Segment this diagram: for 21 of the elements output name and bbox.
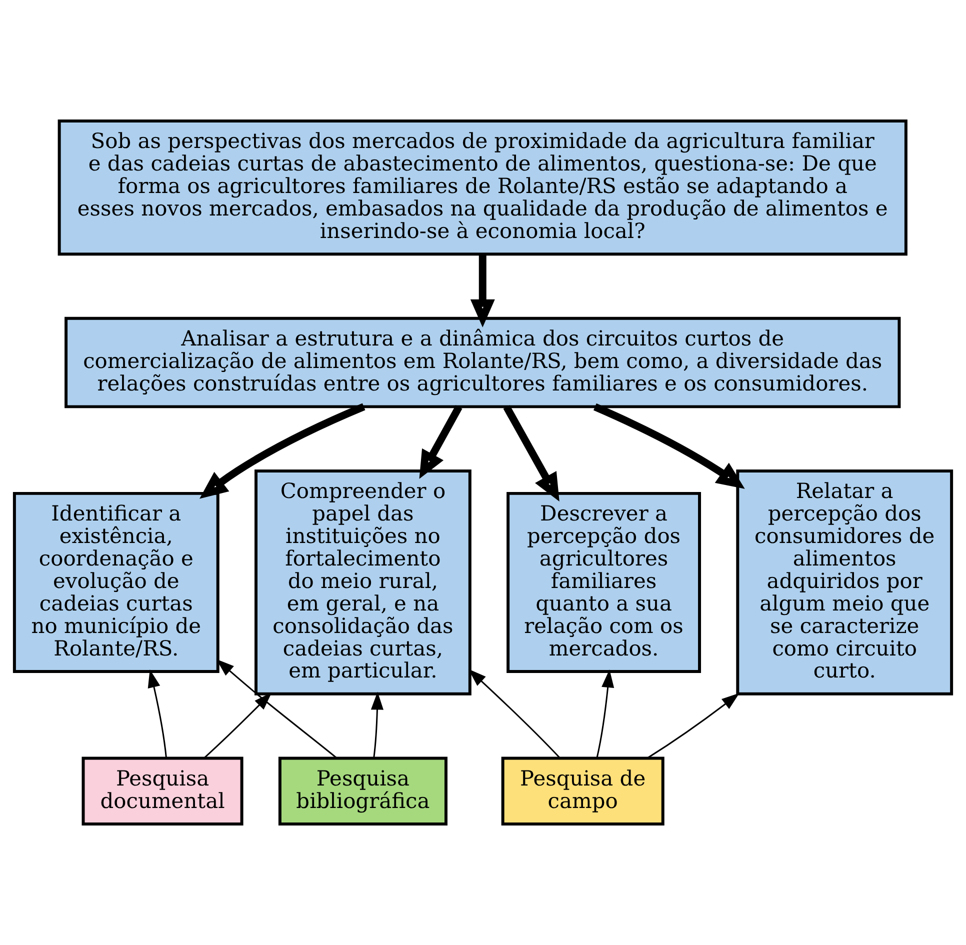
arrow <box>370 692 384 758</box>
node-box: Pesquisa bibliográfica <box>278 756 448 826</box>
arrow <box>596 670 614 758</box>
arrow <box>470 254 495 328</box>
node-box: Relatar a percepção dos consumidores de alimentos adquiridos por algum meio que se caracterize como circuito curto. <box>736 470 954 696</box>
arrow <box>647 693 740 758</box>
node-box: Compreender o papel das instituições no fortalecimento do meio rural, em geral, e na consolidação das cadeias curtas, em particular. <box>254 470 472 696</box>
node-box: Analisar a estrutura e a dinâmica dos circuitos curtos de comercialização de alimentos em Rolante/RS, bem como, a diversidade das relações construídas entre os agricultores familiares e os consumidores. <box>64 316 901 408</box>
node-box: Sob as perspectivas dos mercados de proximidade da agricultura familiar e das cadeias curtas de abastecimento de alimentos, questiona-se: De que forma os agricultores familiares de Rolante/RS estão se adaptando a esses novos mercados, embasados na qualidade da produção de alimentos e inserindo-se à economia local? <box>58 120 908 256</box>
node-box: Pesquisa documental <box>82 756 244 826</box>
arrow <box>216 659 338 759</box>
arrow <box>148 670 167 758</box>
arrow <box>468 669 560 758</box>
arrow <box>503 405 560 502</box>
arrow <box>204 692 272 759</box>
node-box: Identificar a existência, coordenação e evolução de cadeias curtas no município de Rolante/RS. <box>12 492 220 673</box>
arrow <box>593 403 745 489</box>
node-box: Pesquisa de campo <box>501 756 664 826</box>
arrow <box>200 403 366 499</box>
node-box: Descrever a percepção dos agricultores familiares quanto a sua relação com os mercados. <box>506 492 702 673</box>
arrow <box>419 405 462 479</box>
